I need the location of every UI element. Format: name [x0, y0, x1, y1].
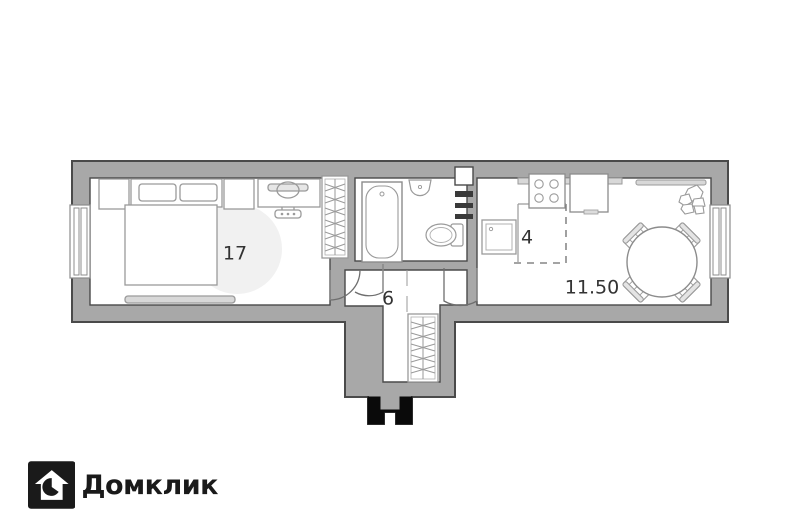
stove: [528, 173, 566, 209]
potted-plant: [678, 184, 706, 215]
room-label-hall: 6: [382, 288, 394, 310]
wardrobe-hall: [407, 313, 439, 383]
stove-burner-1: [534, 179, 544, 189]
bathtub-basin: [365, 185, 399, 259]
nightstand-left: [98, 178, 130, 210]
riser-pipe-3: [455, 214, 473, 219]
chair-detail-c: [292, 212, 296, 216]
radiator-kitchen: [635, 179, 707, 186]
room-label-bathroom: 4: [521, 227, 533, 249]
doors: [329, 264, 478, 312]
desk-top-item: [267, 183, 309, 192]
stove-burner-2: [549, 179, 559, 189]
window-left: [69, 204, 91, 279]
house-logo-icon: [28, 461, 76, 509]
entry-door-threshold: [367, 396, 413, 425]
bedroom-furniture: [98, 178, 255, 304]
desk: [257, 178, 321, 208]
washing-machine-door: [485, 223, 513, 251]
round-dining-table: [626, 226, 698, 298]
refrigerator-handle: [583, 209, 599, 215]
hall-floor-west: [345, 270, 383, 306]
plant-pot-a: [680, 203, 695, 215]
nightstand-right: [223, 178, 255, 210]
bathtub-drain: [379, 191, 385, 197]
washbasin-drain: [417, 184, 423, 190]
chair-detail-b: [286, 212, 290, 216]
bathroom-fixtures: [361, 166, 517, 263]
desk-chair-back: [276, 181, 300, 199]
watermark-brand-text: Домклик: [81, 469, 218, 501]
dining-set: [622, 222, 701, 303]
kitchen-furniture: [517, 173, 707, 215]
pillow-left: [138, 183, 177, 202]
pillow-right: [179, 183, 218, 202]
toilet-seat: [429, 227, 453, 243]
riser-box: [454, 166, 474, 186]
riser-pipe-2: [455, 203, 473, 208]
refrigerator: [569, 173, 609, 213]
wardrobe-bedroom: [321, 175, 349, 259]
radiator-bedroom: [124, 295, 236, 304]
door-bathroom-swing: [354, 264, 384, 297]
wardrobe-hall-hatch: [410, 317, 436, 379]
logo-house-cutout: [42, 478, 59, 496]
washing-machine-knob: [488, 226, 494, 232]
riser-pipe-1: [455, 191, 473, 197]
stove-burner-4: [549, 193, 559, 203]
stove-burner-3: [534, 193, 544, 203]
washbasin: [408, 179, 432, 197]
kitchen-niche-dashed: [508, 204, 567, 264]
room-label-kitchen-living: 11.50: [565, 277, 619, 299]
entry-door: [367, 396, 413, 425]
desk-group: [257, 178, 321, 219]
bed-mattress: [124, 204, 218, 286]
door-bedroom-swing: [329, 269, 361, 301]
watermark: Домклик: [28, 461, 218, 509]
door-kitchen-swing: [443, 268, 478, 307]
window-right: [709, 204, 731, 279]
chair-detail-a: [280, 212, 284, 216]
room-label-bedroom: 17: [223, 243, 247, 265]
wardrobe-hanger-hatch: [324, 179, 346, 255]
plant-pot-b: [693, 205, 705, 215]
